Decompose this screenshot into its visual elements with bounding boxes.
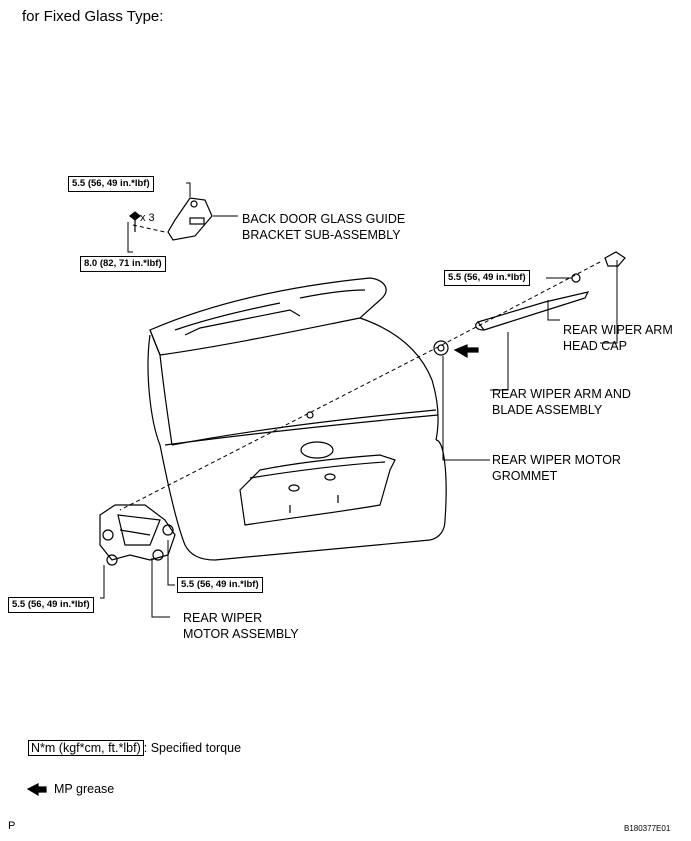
- arm-blade-label: REAR WIPER ARM AND BLADE ASSEMBLY: [492, 386, 631, 418]
- grommet-illustration: [433, 340, 479, 359]
- torque-legend: N*m (kgf*cm, ft.*lbf): Specified torque: [28, 740, 242, 756]
- motor-illustration: [99, 504, 176, 566]
- assembly-guide-lines: [119, 224, 601, 511]
- figure-id: B180377E01: [624, 824, 671, 833]
- guide-bracket-label-line2: BRACKET SUB-ASSEMBLY: [242, 228, 401, 242]
- screw-count: x 3: [140, 212, 155, 224]
- page-title: for Fixed Glass Type:: [22, 8, 164, 25]
- arm-blade-label-line1: REAR WIPER ARM AND: [492, 387, 631, 401]
- motor-label: REAR WIPER MOTOR ASSEMBLY: [183, 610, 299, 642]
- torque-bracket-screw: 8.0 (82, 71 in.*lbf): [80, 256, 166, 272]
- bracket-illustration: [129, 197, 213, 241]
- guide-bracket-label-line1: BACK DOOR GLASS GUIDE: [242, 212, 406, 226]
- grease-legend-text: MP grease: [54, 782, 115, 796]
- arm-blade-label-line2: BLADE ASSEMBLY: [492, 403, 603, 417]
- footer-left: P: [8, 820, 16, 832]
- head-cap-label-line2: HEAD CAP: [563, 339, 627, 353]
- back-door-illustration: [147, 277, 447, 561]
- torque-legend-text: : Specified torque: [143, 741, 242, 755]
- torque-arm-nut: 5.5 (56, 49 in.*lbf): [444, 270, 530, 286]
- grommet-label: REAR WIPER MOTOR GROMMET: [492, 452, 621, 484]
- torque-bracket-top: 5.5 (56, 49 in.*lbf): [68, 176, 154, 192]
- grommet-label-line2: GROMMET: [492, 469, 558, 483]
- torque-motor-left: 5.5 (56, 49 in.*lbf): [8, 597, 94, 613]
- motor-label-line2: MOTOR ASSEMBLY: [183, 627, 299, 641]
- torque-motor-right: 5.5 (56, 49 in.*lbf): [177, 577, 263, 593]
- head-cap-label-line1: REAR WIPER ARM: [563, 323, 673, 337]
- grommet-label-line1: REAR WIPER MOTOR: [492, 453, 621, 467]
- leader-lines: [100, 182, 618, 618]
- grease-arrow-icon: [26, 783, 47, 797]
- wiper-arm-illustration: [475, 251, 626, 331]
- torque-legend-box: N*m (kgf*cm, ft.*lbf): [28, 740, 144, 756]
- motor-label-line1: REAR WIPER: [183, 611, 263, 625]
- guide-bracket-label: BACK DOOR GLASS GUIDE BRACKET SUB-ASSEMB…: [242, 211, 405, 243]
- head-cap-label: REAR WIPER ARM HEAD CAP: [563, 322, 673, 354]
